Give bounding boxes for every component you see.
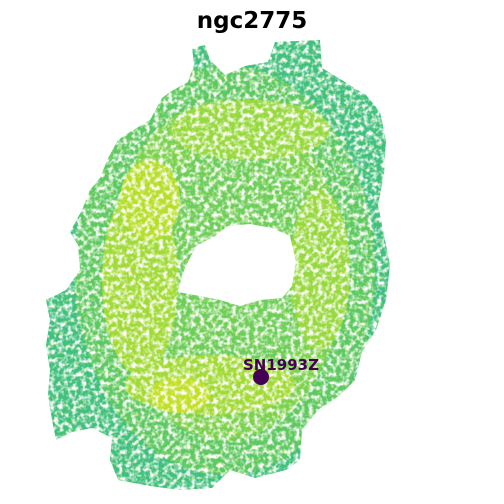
supernova-label: SN1993Z xyxy=(243,356,319,374)
supernova-marker-dot xyxy=(253,369,269,385)
supernova-marker: SN1993Z xyxy=(243,356,319,385)
figure-title: ngc2775 xyxy=(196,8,308,34)
